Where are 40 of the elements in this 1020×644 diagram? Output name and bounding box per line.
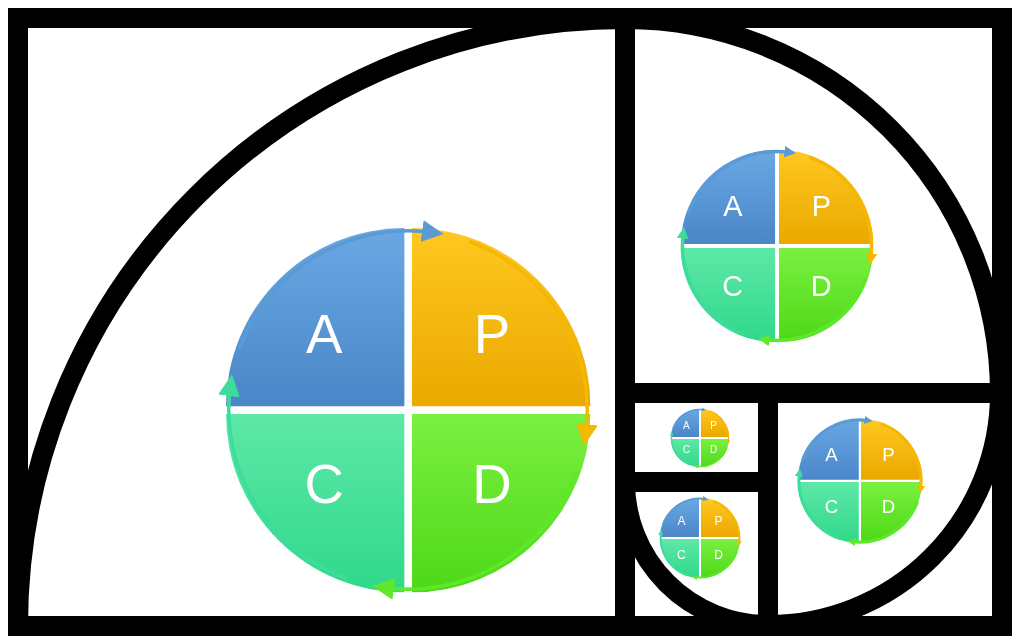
cycle-letter: P: [714, 515, 723, 528]
cycle-arrow: [237, 220, 444, 350]
cycle-arrow: [658, 529, 688, 576]
cycle-letter: A: [677, 515, 686, 528]
cycle-arrow: [686, 146, 796, 215]
cycle-arrow: [372, 470, 579, 600]
cycle-arrow: [712, 500, 742, 547]
cycle-arrow: [847, 501, 919, 546]
cycle-arrow: [677, 227, 746, 337]
cycle-arrow: [758, 277, 868, 346]
cycle-letter: C: [677, 548, 686, 561]
cycle-arrow: [468, 239, 598, 446]
cycle-letter: D: [881, 497, 896, 516]
cycle-letter: D: [472, 457, 512, 513]
cycle-letter: P: [710, 420, 717, 431]
cycle-arrow: [880, 422, 925, 494]
cycle-letter: P: [882, 446, 895, 465]
cycle-letter: C: [824, 497, 839, 516]
cycle-arrow: [801, 416, 873, 461]
cycle-arrow: [662, 496, 709, 526]
cycle-letter: A: [683, 420, 690, 431]
cycle-letter: D: [714, 548, 723, 561]
cycle-arrow: [795, 468, 840, 540]
cycle-letter: A: [305, 307, 343, 363]
cycle-letter: A: [723, 192, 743, 221]
cycle-arrow: [808, 155, 877, 265]
cycle-letter: P: [811, 192, 831, 221]
cycle-letter: P: [473, 307, 511, 363]
cycle-letter: C: [304, 457, 344, 513]
cycle-letter: D: [710, 445, 718, 456]
cycle-letter: C: [682, 445, 690, 456]
cycle-arrow: [691, 550, 738, 580]
cycle-letter: A: [825, 446, 838, 465]
cycle-arrow: [218, 374, 348, 581]
cycle-arrow: [694, 447, 728, 469]
cycle-arrow: [709, 410, 731, 444]
cycle-arrow: [672, 407, 706, 429]
cycle-letter: C: [722, 271, 744, 300]
cycle-arrow: [669, 432, 691, 466]
cycle-letter: D: [810, 271, 832, 300]
